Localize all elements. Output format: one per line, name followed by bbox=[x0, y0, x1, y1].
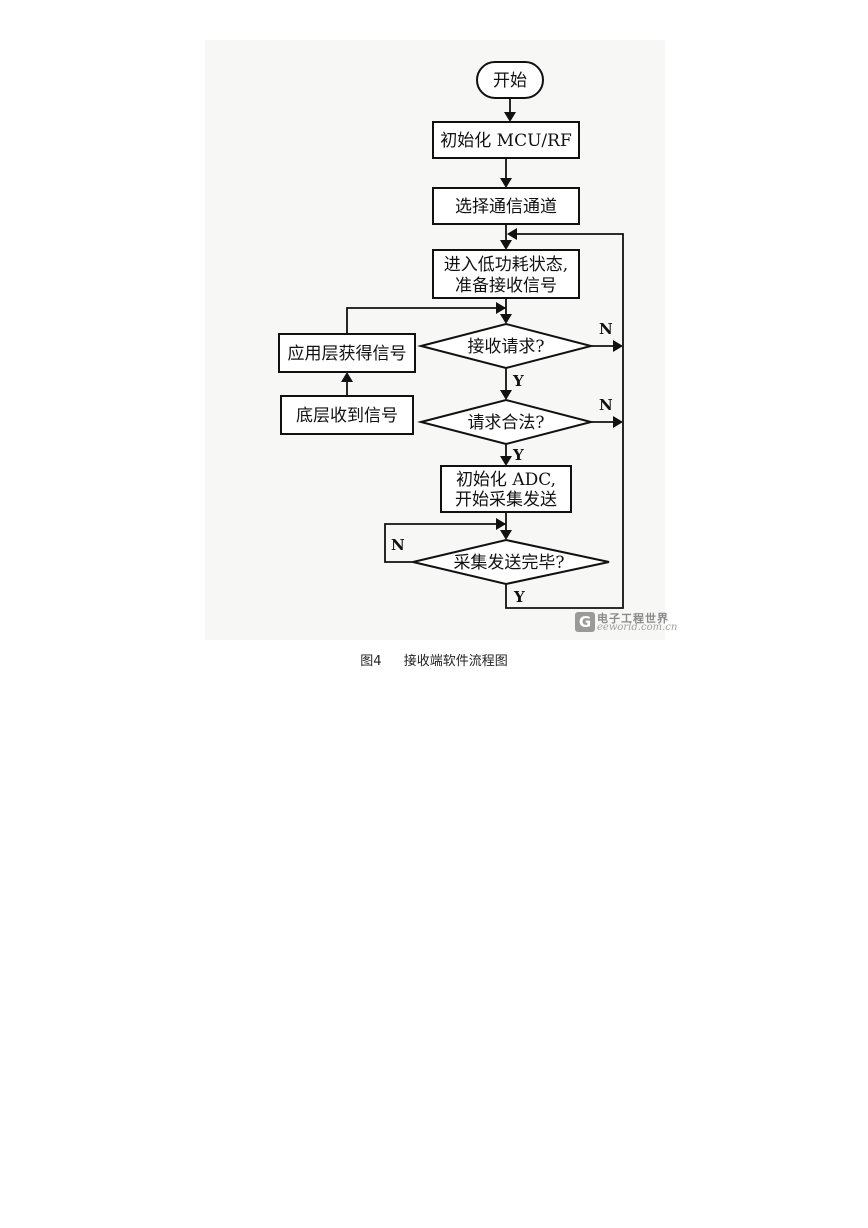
low-power-label-line1: 进入低功耗状态, bbox=[444, 255, 568, 275]
start-label: 开始 bbox=[493, 71, 527, 91]
collect-done-decision: 采集发送完毕? bbox=[412, 538, 610, 586]
request-valid-decision: 请求合法? bbox=[417, 398, 595, 446]
label-n-receive: N bbox=[599, 320, 613, 338]
init-mcu-node: 初始化 MCU/RF bbox=[432, 121, 580, 159]
watermark-name: 电子工程世界 bbox=[597, 612, 669, 625]
receive-request-label: 接收请求? bbox=[467, 337, 544, 357]
collect-done-label: 采集发送完毕? bbox=[453, 553, 564, 573]
init-adc-label-line2: 开始采集发送 bbox=[455, 490, 557, 510]
label-y-receive: Y bbox=[512, 372, 524, 390]
branch-labels: N Y N Y N Y bbox=[391, 320, 613, 606]
flow-connectors bbox=[341, 98, 624, 609]
watermark-logo: G 电子工程世界 eeworld.com.cn bbox=[575, 610, 677, 636]
flowchart-figure: 开始 初始化 MCU/RF 选择通信通道 进入低功耗状态, 准备接收信号 接收请… bbox=[205, 40, 665, 640]
init-adc-node: 初始化 ADC, 开始采集发送 bbox=[440, 465, 572, 513]
caption-title: 接收端软件流程图 bbox=[403, 654, 508, 669]
init-adc-label-line1: 初始化 ADC, bbox=[456, 470, 556, 490]
start-node: 开始 bbox=[476, 61, 544, 99]
label-y-valid: Y bbox=[512, 446, 524, 464]
caption-figure-number: 图4 bbox=[360, 654, 382, 669]
bottom-layer-label: 底层收到信号 bbox=[296, 406, 398, 426]
figure-caption: 图4 接收端软件流程图 bbox=[0, 650, 868, 669]
label-n-valid: N bbox=[599, 396, 613, 414]
watermark-badge-icon: G bbox=[575, 612, 595, 632]
bottom-layer-node: 底层收到信号 bbox=[280, 395, 414, 435]
low-power-label-line2: 准备接收信号 bbox=[455, 276, 557, 296]
app-layer-label: 应用层获得信号 bbox=[288, 344, 407, 364]
select-channel-label: 选择通信通道 bbox=[455, 197, 557, 217]
init-mcu-label: 初始化 MCU/RF bbox=[440, 131, 572, 151]
flowchart-diagram: 开始 初始化 MCU/RF 选择通信通道 进入低功耗状态, 准备接收信号 接收请… bbox=[278, 61, 624, 609]
request-valid-label: 请求合法? bbox=[467, 413, 544, 433]
app-layer-node: 应用层获得信号 bbox=[278, 333, 416, 373]
label-y-collect: Y bbox=[513, 588, 525, 606]
watermark-url: eeworld.com.cn bbox=[597, 622, 678, 633]
low-power-node: 进入低功耗状态, 准备接收信号 bbox=[432, 249, 580, 299]
receive-request-decision: 接收请求? bbox=[417, 322, 595, 370]
select-channel-node: 选择通信通道 bbox=[432, 187, 580, 225]
label-n-collect: N bbox=[391, 536, 405, 554]
